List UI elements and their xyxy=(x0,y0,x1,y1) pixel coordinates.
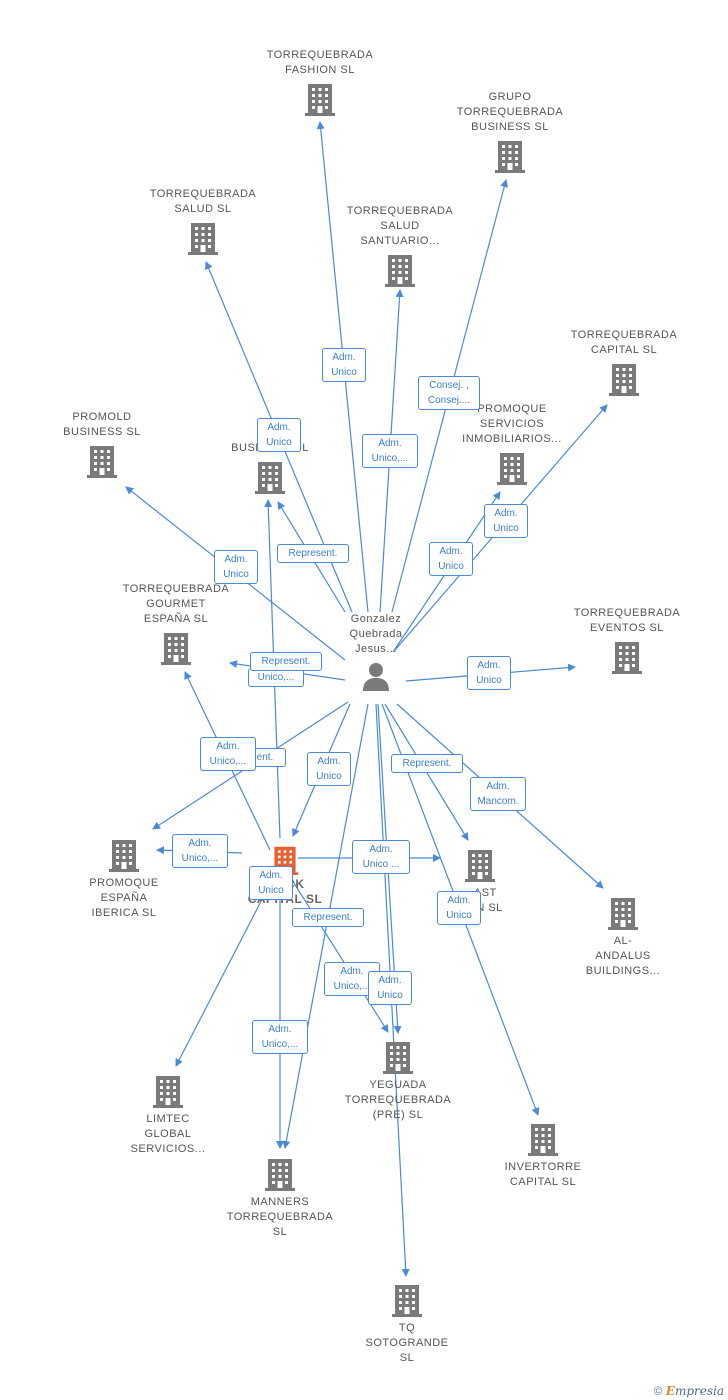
company-limtec-global[interactable]: LIMTEC GLOBAL SERVICIOS... xyxy=(88,1074,248,1157)
edge-focal-yeguada xyxy=(291,879,389,1033)
role-badge[interactable]: Adm. Unico xyxy=(368,971,412,1005)
role-badge[interactable]: Adm. Unico xyxy=(257,418,301,452)
person-name: Gonzalez Quebrada Jesus... xyxy=(349,613,403,655)
company-label: TQ SOTOGRANDE SL xyxy=(365,1322,449,1364)
company-promoque-servicios[interactable]: PROMOQUE SERVICIOS INMOBILIARIOS... xyxy=(432,402,592,485)
building-icon xyxy=(612,642,642,674)
role-badge[interactable]: Adm. Unico,... xyxy=(172,834,228,868)
building-icon xyxy=(609,364,639,396)
role-badge[interactable]: Represent. xyxy=(292,908,364,927)
role-badge[interactable]: Adm. Mancom. xyxy=(470,777,526,811)
company-torrequebrada-eventos[interactable]: TORREQUEBRADA EVENTOS SL xyxy=(547,606,707,674)
company-label: MANNERS TORREQUEBRADA SL xyxy=(226,1196,334,1238)
role-badge[interactable]: Adm. Unico xyxy=(484,504,528,538)
company-grupo-torrequebrada-business[interactable]: GRUPO TORREQUEBRADA BUSINESS SL xyxy=(430,90,590,173)
building-icon xyxy=(608,898,638,930)
company-tq-sotogrande[interactable]: TQ SOTOGRANDE SL xyxy=(327,1283,487,1366)
role-badge[interactable]: Adm. Unico,... xyxy=(252,1020,308,1054)
building-icon xyxy=(255,462,285,494)
company-promoque-espana-iberica[interactable]: PROMOQUE ESPAÑA IBERICA SL xyxy=(44,838,204,921)
role-badge[interactable]: Adm. Unico xyxy=(214,550,258,584)
building-icon xyxy=(497,453,527,485)
building-icon xyxy=(109,840,139,872)
building-icon xyxy=(153,1076,183,1108)
company-torrequebrada-fashion[interactable]: TORREQUEBRADA FASHION SL xyxy=(240,48,400,116)
role-badge[interactable]: Adm. Unico xyxy=(322,348,366,382)
company-label: TORREQUEBRADA GOURMET ESPAÑA SL xyxy=(122,583,230,625)
role-badge[interactable]: Adm. Unico xyxy=(467,656,511,690)
building-icon xyxy=(87,446,117,478)
building-icon xyxy=(188,223,218,255)
company-label: TORREQUEBRADA SALUD SANTUARIO... xyxy=(346,205,454,247)
company-yeguada-torrequebrada[interactable]: YEGUADA TORREQUEBRADA (PRE) SL xyxy=(318,1040,478,1123)
role-badge[interactable]: Adm. Unico,... xyxy=(200,737,256,771)
person-icon xyxy=(363,663,389,691)
company-label: PROMOLD BUSINESS SL xyxy=(63,411,141,438)
company-label: AL- ANDALUS BUILDINGS... xyxy=(585,935,661,977)
company-manners-torrequebrada[interactable]: MANNERS TORREQUEBRADA SL xyxy=(200,1157,360,1240)
company-label: GRUPO TORREQUEBRADA BUSINESS SL xyxy=(456,91,564,133)
company-label: INVERTORRE CAPITAL SL xyxy=(504,1161,582,1188)
building-icon xyxy=(465,850,495,882)
company-torrequebrada-capital[interactable]: TORREQUEBRADA CAPITAL SL xyxy=(544,328,704,396)
role-badge[interactable]: Consej. , Consej.... xyxy=(418,376,480,410)
company-label: TORREQUEBRADA FASHION SL xyxy=(266,49,374,76)
building-icon xyxy=(385,255,415,287)
person-node[interactable]: Gonzalez Quebrada Jesus... xyxy=(316,612,436,691)
building-icon xyxy=(528,1124,558,1156)
role-badge[interactable]: Adm. Unico xyxy=(249,866,293,900)
company-invertorre-capital[interactable]: INVERTORRE CAPITAL SL xyxy=(463,1122,623,1190)
company-label: TORREQUEBRADA SALUD SL xyxy=(149,188,257,215)
company-label: PROMOQUE SERVICIOS INMOBILIARIOS... xyxy=(462,403,562,445)
company-torrequebrada-gourmet[interactable]: TORREQUEBRADA GOURMET ESPAÑA SL xyxy=(96,582,256,665)
company-label: PROMOQUE ESPAÑA IBERICA SL xyxy=(89,877,159,919)
company-al-andalus-buildings[interactable]: AL- ANDALUS BUILDINGS... xyxy=(543,896,703,979)
footer-brand: © Empresia xyxy=(654,1384,724,1398)
copyright-symbol: © xyxy=(653,1384,663,1398)
role-badge[interactable]: Adm. Unico,... xyxy=(362,434,418,468)
edge-focal-limtec xyxy=(175,879,273,1067)
company-label: LIMTEC GLOBAL SERVICIOS... xyxy=(130,1113,206,1155)
building-icon xyxy=(383,1042,413,1074)
company-torrequebrada-salud[interactable]: TORREQUEBRADA SALUD SL xyxy=(123,187,283,255)
company-label: TORREQUEBRADA EVENTOS SL xyxy=(573,607,681,634)
role-badge[interactable]: Adm. Unico xyxy=(437,891,481,925)
building-icon xyxy=(305,84,335,116)
company-promold-business[interactable]: PROMOLD BUSINESS SL xyxy=(22,410,182,478)
building-icon xyxy=(495,141,525,173)
company-label: TORREQUEBRADA CAPITAL SL xyxy=(570,329,678,356)
company-torrequebrada-salud-santuario[interactable]: TORREQUEBRADA SALUD SANTUARIO... xyxy=(320,204,480,287)
empresia-logo: Empresia xyxy=(665,1384,724,1398)
building-icon xyxy=(392,1285,422,1317)
role-badge[interactable]: Adm. Unico ... xyxy=(352,840,410,874)
role-badge[interactable]: Represent. xyxy=(250,652,322,671)
building-icon xyxy=(265,1159,295,1191)
building-icon xyxy=(161,633,191,665)
role-badge[interactable]: Represent. xyxy=(277,544,349,563)
role-badge[interactable]: Adm. Unico xyxy=(429,542,473,576)
role-badge[interactable]: Adm. Unico xyxy=(307,752,351,786)
company-label: YEGUADA TORREQUEBRADA (PRE) SL xyxy=(344,1079,452,1121)
role-badge[interactable]: Represent. xyxy=(391,754,463,773)
